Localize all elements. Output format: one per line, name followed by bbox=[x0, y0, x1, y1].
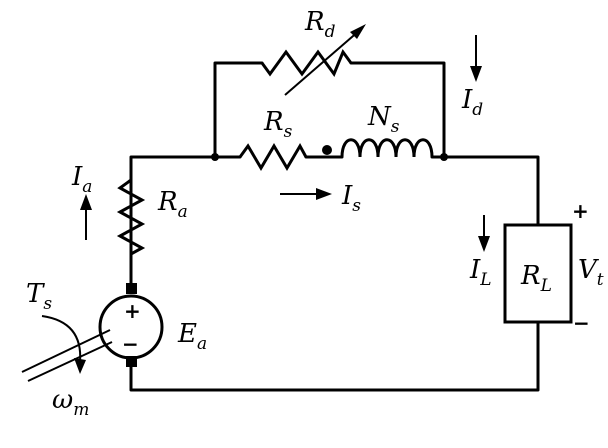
wm-label: ωm bbox=[52, 385, 89, 420]
junction-node-right bbox=[440, 153, 448, 161]
vt-plus-sign: + bbox=[572, 199, 589, 223]
dc-generator bbox=[98, 283, 164, 367]
is-arrow bbox=[280, 188, 332, 200]
ia-label: Ia bbox=[71, 162, 92, 197]
shaft bbox=[21, 329, 113, 382]
ea-label: Ea bbox=[177, 319, 207, 354]
left-wire bbox=[129, 155, 217, 292]
load-resistor bbox=[503, 223, 573, 324]
rd-label: Rd bbox=[304, 7, 336, 42]
ts-label: Ts bbox=[26, 279, 52, 314]
rl-label: RL bbox=[520, 261, 552, 296]
id-label: Id bbox=[461, 85, 483, 120]
resistor-rs bbox=[238, 142, 308, 171]
diverter-branch-wire bbox=[213, 61, 446, 159]
generator-minus-sign: − bbox=[122, 332, 139, 356]
wiring bbox=[129, 61, 540, 392]
ns-label: Ns bbox=[367, 102, 400, 137]
generator-plus-sign: + bbox=[124, 299, 141, 323]
series-field-coil bbox=[340, 138, 434, 158]
vt-minus-sign: − bbox=[573, 311, 590, 335]
resistor-ra bbox=[116, 178, 146, 256]
bottom-wire bbox=[129, 320, 540, 392]
polarity-dot bbox=[322, 145, 332, 155]
il-label: IL bbox=[469, 255, 492, 290]
il-arrow bbox=[478, 215, 490, 252]
rs-label: Rs bbox=[263, 107, 293, 142]
junction-node-left bbox=[211, 153, 219, 161]
right-top-wire bbox=[442, 155, 540, 227]
is-label: Is bbox=[341, 181, 361, 216]
vt-label: Vt bbox=[578, 255, 604, 290]
ra-label: Ra bbox=[157, 187, 188, 222]
id-arrow bbox=[470, 35, 482, 82]
resistor-rd bbox=[260, 24, 366, 96]
ia-arrow bbox=[80, 194, 92, 240]
torque-arc bbox=[41, 315, 86, 374]
